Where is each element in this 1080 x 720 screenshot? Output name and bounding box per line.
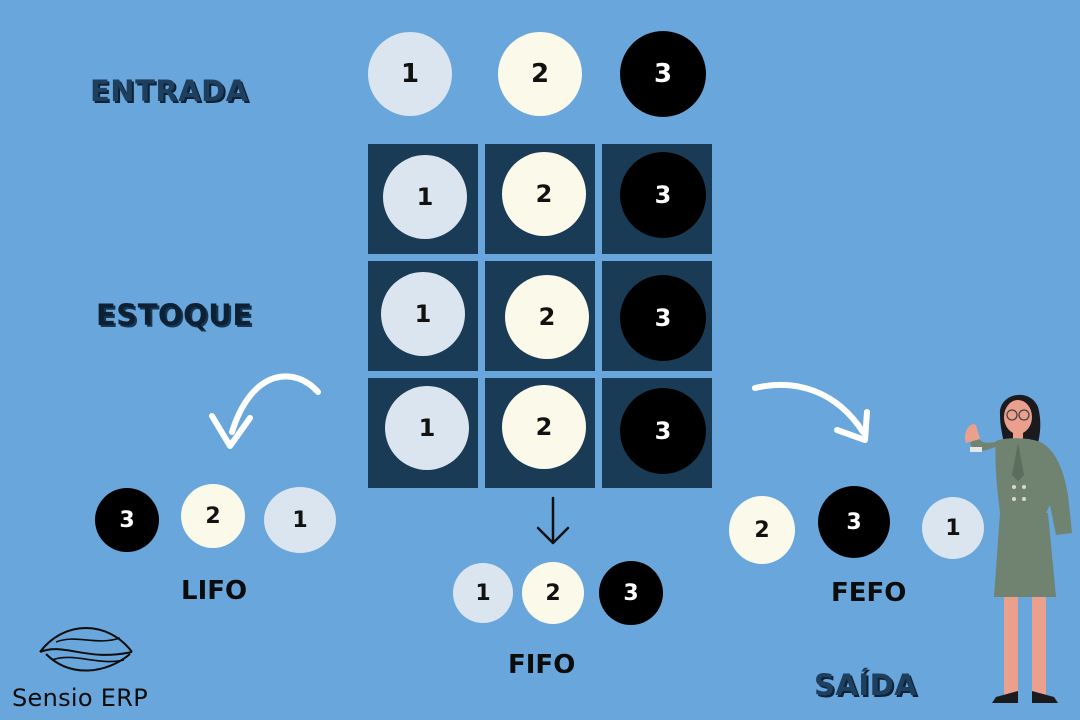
estoque-item: 3 — [620, 152, 706, 238]
lifo-item: 3 — [95, 488, 159, 552]
estoque-item: 1 — [383, 155, 467, 239]
entrada-item-3: 3 — [620, 31, 706, 117]
businesswoman-illustration — [964, 394, 1072, 703]
estoque-item: 2 — [502, 385, 586, 469]
estoque-item: 1 — [381, 272, 465, 356]
fifo-item: 3 — [599, 561, 663, 625]
fefo-item: 3 — [818, 486, 890, 558]
estoque-item: 3 — [620, 388, 706, 474]
lifo-label: LIFO — [181, 576, 248, 606]
fefo-item: 1 — [922, 497, 984, 559]
brand-name: Sensio ERP — [12, 684, 149, 712]
arrow-down-icon — [536, 496, 570, 545]
estoque-item: 2 — [502, 152, 586, 236]
estoque-item: 1 — [385, 386, 469, 470]
fifo-item: 1 — [453, 563, 513, 623]
entrada-label: ENTRADA — [90, 74, 249, 108]
curved-arrow-left-down-icon — [209, 373, 321, 449]
saida-label: SAÍDA — [814, 668, 918, 702]
estoque-label: ESTOQUE — [96, 298, 253, 332]
estoque-item: 2 — [505, 275, 589, 359]
entrada-item-1: 1 — [368, 32, 452, 116]
sensio-logo-icon — [39, 627, 133, 672]
lifo-item: 2 — [181, 484, 245, 548]
fefo-item: 2 — [729, 496, 795, 564]
fifo-item: 2 — [522, 562, 584, 624]
curved-arrow-right-down-icon — [752, 382, 870, 443]
fefo-label: FEFO — [831, 578, 907, 608]
estoque-item: 3 — [620, 275, 706, 361]
lifo-item: 1 — [264, 487, 336, 553]
entrada-item-2: 2 — [498, 32, 582, 116]
fifo-label: FIFO — [508, 650, 576, 680]
